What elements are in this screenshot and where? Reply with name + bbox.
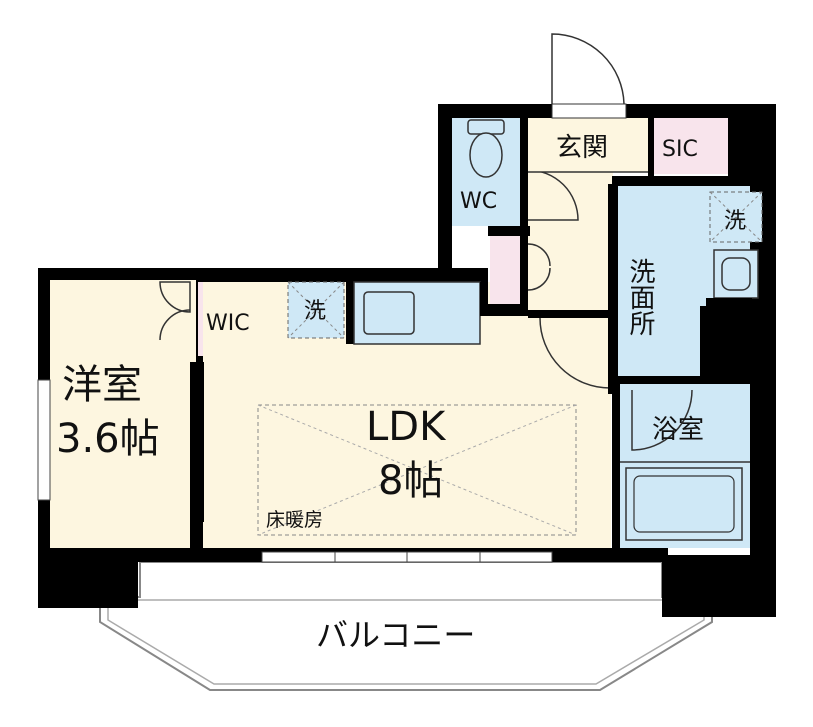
storage-door (527, 267, 551, 291)
sic-name: SIC (662, 137, 698, 162)
bathtub-inner (633, 475, 735, 533)
sic-wall (728, 118, 750, 184)
toilet-tank (467, 119, 505, 135)
floor-heating-label: 床暖房 (266, 509, 323, 531)
wc-wall (520, 118, 528, 230)
hall-wall (520, 226, 528, 316)
wall-stub (480, 282, 488, 316)
hall-wall (488, 226, 530, 236)
sic-floor (654, 118, 730, 174)
outer-wall (38, 548, 138, 608)
hall-wall (528, 310, 614, 318)
washer-space-1-label: 洗 (304, 299, 326, 324)
bathroom-name: 浴室 (652, 415, 704, 445)
closet-door (159, 281, 191, 313)
bathroom-door (631, 389, 693, 451)
washer-diagonal (287, 281, 345, 339)
hall-storage (490, 236, 520, 304)
wic-name: WIC (206, 311, 250, 336)
wc-name: WC (460, 189, 497, 214)
wall-stub (346, 282, 354, 344)
toilet-bowl (469, 132, 503, 178)
outer-wall (38, 268, 488, 282)
washroom-wall (706, 298, 752, 306)
kitchen-sink (363, 291, 415, 335)
front-door (551, 33, 625, 105)
washer-diagonal (287, 281, 345, 339)
vanity-basin (721, 257, 751, 291)
outer-wall (662, 555, 776, 617)
western-room-window (37, 379, 51, 501)
hall-wall (608, 184, 618, 394)
entrance-floor (528, 118, 648, 172)
closet-door (159, 309, 191, 341)
western-room-size: 3.6帖 (56, 416, 160, 462)
entrance-wall (648, 118, 654, 176)
washroom-wall (700, 306, 752, 380)
hallway-floor (528, 170, 613, 315)
western-room-floor (50, 280, 196, 548)
bathroom-wall (612, 376, 620, 552)
ldk-inner-wall (196, 362, 204, 522)
washroom-wall (612, 176, 752, 186)
washroom-name: 洗面所 (625, 258, 655, 336)
outer-wall (750, 104, 776, 614)
western-room-name: 洋室 (62, 362, 142, 408)
balcony-name: バルコニー (316, 616, 475, 654)
washroom-wall (612, 376, 752, 384)
washer-diagonal (709, 191, 763, 243)
ldk-size: 8帖 (378, 458, 443, 504)
entrance-name: 玄関 (556, 133, 608, 163)
ldk-door (539, 317, 611, 389)
front-door-opening (551, 103, 627, 119)
hall-wall (488, 304, 528, 316)
washer-space-2-label: 洗 (724, 209, 746, 234)
ldk-name: LDK (366, 404, 447, 450)
storage-door (527, 243, 551, 267)
outer-wall (438, 104, 452, 284)
ldk-inner-wall (190, 362, 200, 552)
